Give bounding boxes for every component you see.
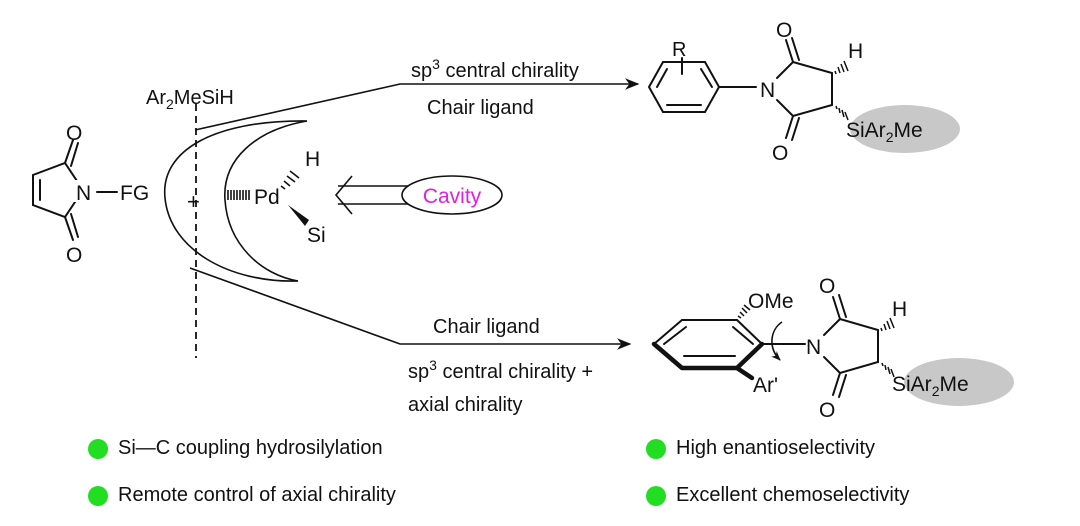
lower-reaction-arrow — [189, 267, 632, 350]
green-bullet-icon — [88, 438, 108, 459]
upper-reaction-arrow — [194, 78, 640, 131]
lower-product: Ar' OMe N O O H SiAr2Me — [651, 275, 1014, 422]
lower-nitrogen: N — [806, 336, 821, 359]
maleimide-reactant: N O O FG — [32, 122, 149, 267]
maleimide-oxygen-bottom: O — [66, 244, 82, 267]
feature-item: Remote control of axial chirality — [88, 484, 396, 507]
feature-text: Remote control of axial chirality — [118, 484, 396, 506]
green-bullet-icon — [646, 485, 666, 506]
aryl-prime-substituent: Ar' — [753, 374, 778, 397]
upper-silyl-highlight — [850, 105, 960, 153]
chair-ligand-crescent — [163, 120, 308, 282]
silyl-label: Si — [307, 224, 326, 247]
cavity-indicator: Cavity — [334, 175, 503, 215]
upper-oxygen-top: O — [776, 19, 792, 42]
axial-rotation-arrow — [771, 321, 783, 361]
silane-reagent: Ar2MeSiH — [146, 87, 234, 112]
functional-group-label: FG — [120, 182, 149, 205]
lower-oxygen-bottom: O — [819, 399, 835, 422]
aryl-r-substituent: R — [672, 39, 686, 61]
pd-complex: Pd H Si — [227, 148, 326, 247]
upper-condition-below: Chair ligand — [427, 97, 534, 119]
green-bullet-icon — [646, 438, 666, 459]
lower-condition-below-line2: axial chirality — [408, 394, 522, 416]
maleimide-oxygen-top: O — [66, 122, 82, 145]
upper-oxygen-bottom: O — [772, 142, 788, 165]
lower-silyl-highlight — [904, 358, 1014, 406]
cavity-label: Cavity — [423, 185, 482, 208]
lower-condition-above: Chair ligand — [433, 316, 540, 338]
upper-nitrogen: N — [760, 79, 775, 102]
hydride-label: H — [305, 148, 320, 171]
plus-sign: + — [187, 189, 200, 214]
upper-condition-above: sp3 central chirality — [411, 56, 579, 82]
feature-item: Excellent chemoselectivity — [646, 484, 909, 507]
lower-oxygen-top: O — [819, 275, 835, 298]
green-bullet-icon — [88, 485, 108, 506]
lower-silyl-group: SiAr2Me — [892, 373, 969, 399]
maleimide-nitrogen: N — [76, 182, 91, 205]
methoxy-substituent: OMe — [748, 290, 794, 313]
feature-text: Si—C coupling hydrosilylation — [118, 437, 383, 459]
feature-item: Si—C coupling hydrosilylation — [88, 437, 383, 460]
lower-hydrogen: H — [892, 298, 907, 321]
lower-condition-below: sp3 central chirality + — [408, 357, 593, 383]
palladium-label: Pd — [254, 186, 280, 209]
upper-silyl-group: SiAr2Me — [846, 119, 923, 145]
feature-item: High enantioselectivity — [646, 437, 875, 460]
upper-hydrogen: H — [848, 40, 863, 63]
feature-text: High enantioselectivity — [676, 437, 875, 459]
feature-text: Excellent chemoselectivity — [676, 484, 910, 506]
upper-product: R N O O H SiAr2Me — [647, 19, 960, 165]
